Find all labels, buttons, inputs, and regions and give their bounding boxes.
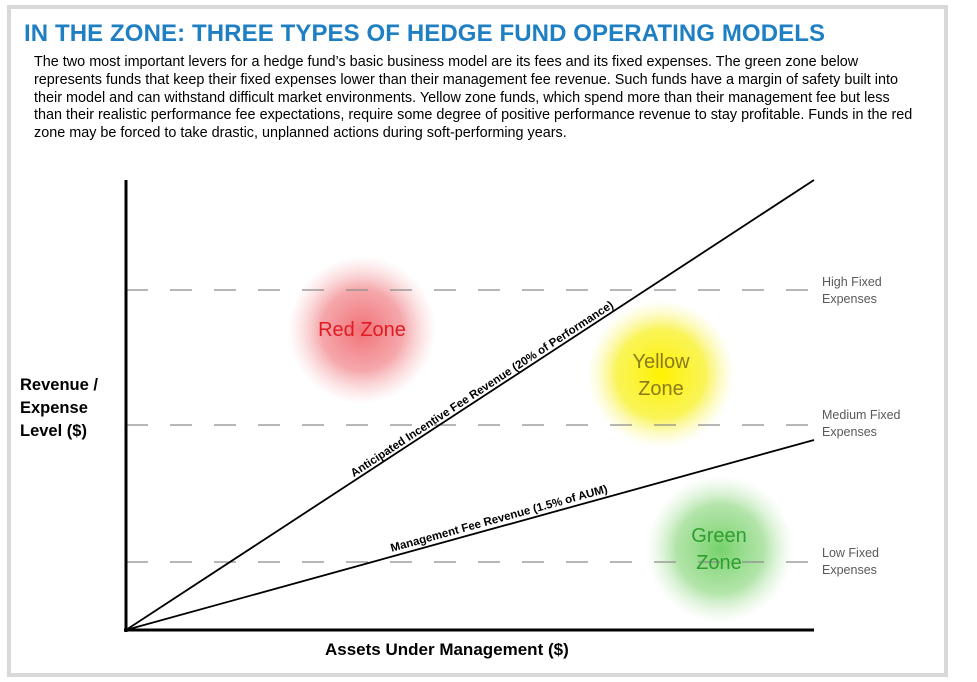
management-fee-line-label: Management Fee Revenue (1.5% of AUM) [389, 483, 609, 554]
green-zone-text: Green Zone [691, 525, 747, 574]
page-title: IN THE ZONE: THREE TYPES OF HEDGE FUND O… [24, 20, 826, 47]
x-axis-label: Assets Under Management ($) [325, 640, 569, 659]
red-zone-label: Red Zone [317, 302, 407, 358]
medium-expense-label: Medium Fixed Expenses [822, 408, 901, 439]
yellow-zone-text: Yellow Zone [632, 351, 690, 400]
y-axis-label: Revenue / Expense Level ($) [20, 376, 98, 440]
red-zone-glow [288, 256, 436, 404]
yellow-zone-glow [587, 300, 735, 448]
intro-paragraph: The two most important levers for a hedg… [34, 54, 913, 142]
red-zone-text: Red Zone [318, 318, 406, 341]
incentive-fee-line [125, 179, 815, 631]
green-zone-label: Green Zone [674, 522, 764, 578]
high-expense-label: High Fixed Expenses [822, 275, 882, 306]
yellow-zone-label: Yellow Zone [616, 348, 706, 404]
low-expense-label: Low Fixed Expenses [822, 546, 879, 577]
management-fee-line [125, 439, 815, 631]
green-zone-glow [646, 475, 794, 623]
